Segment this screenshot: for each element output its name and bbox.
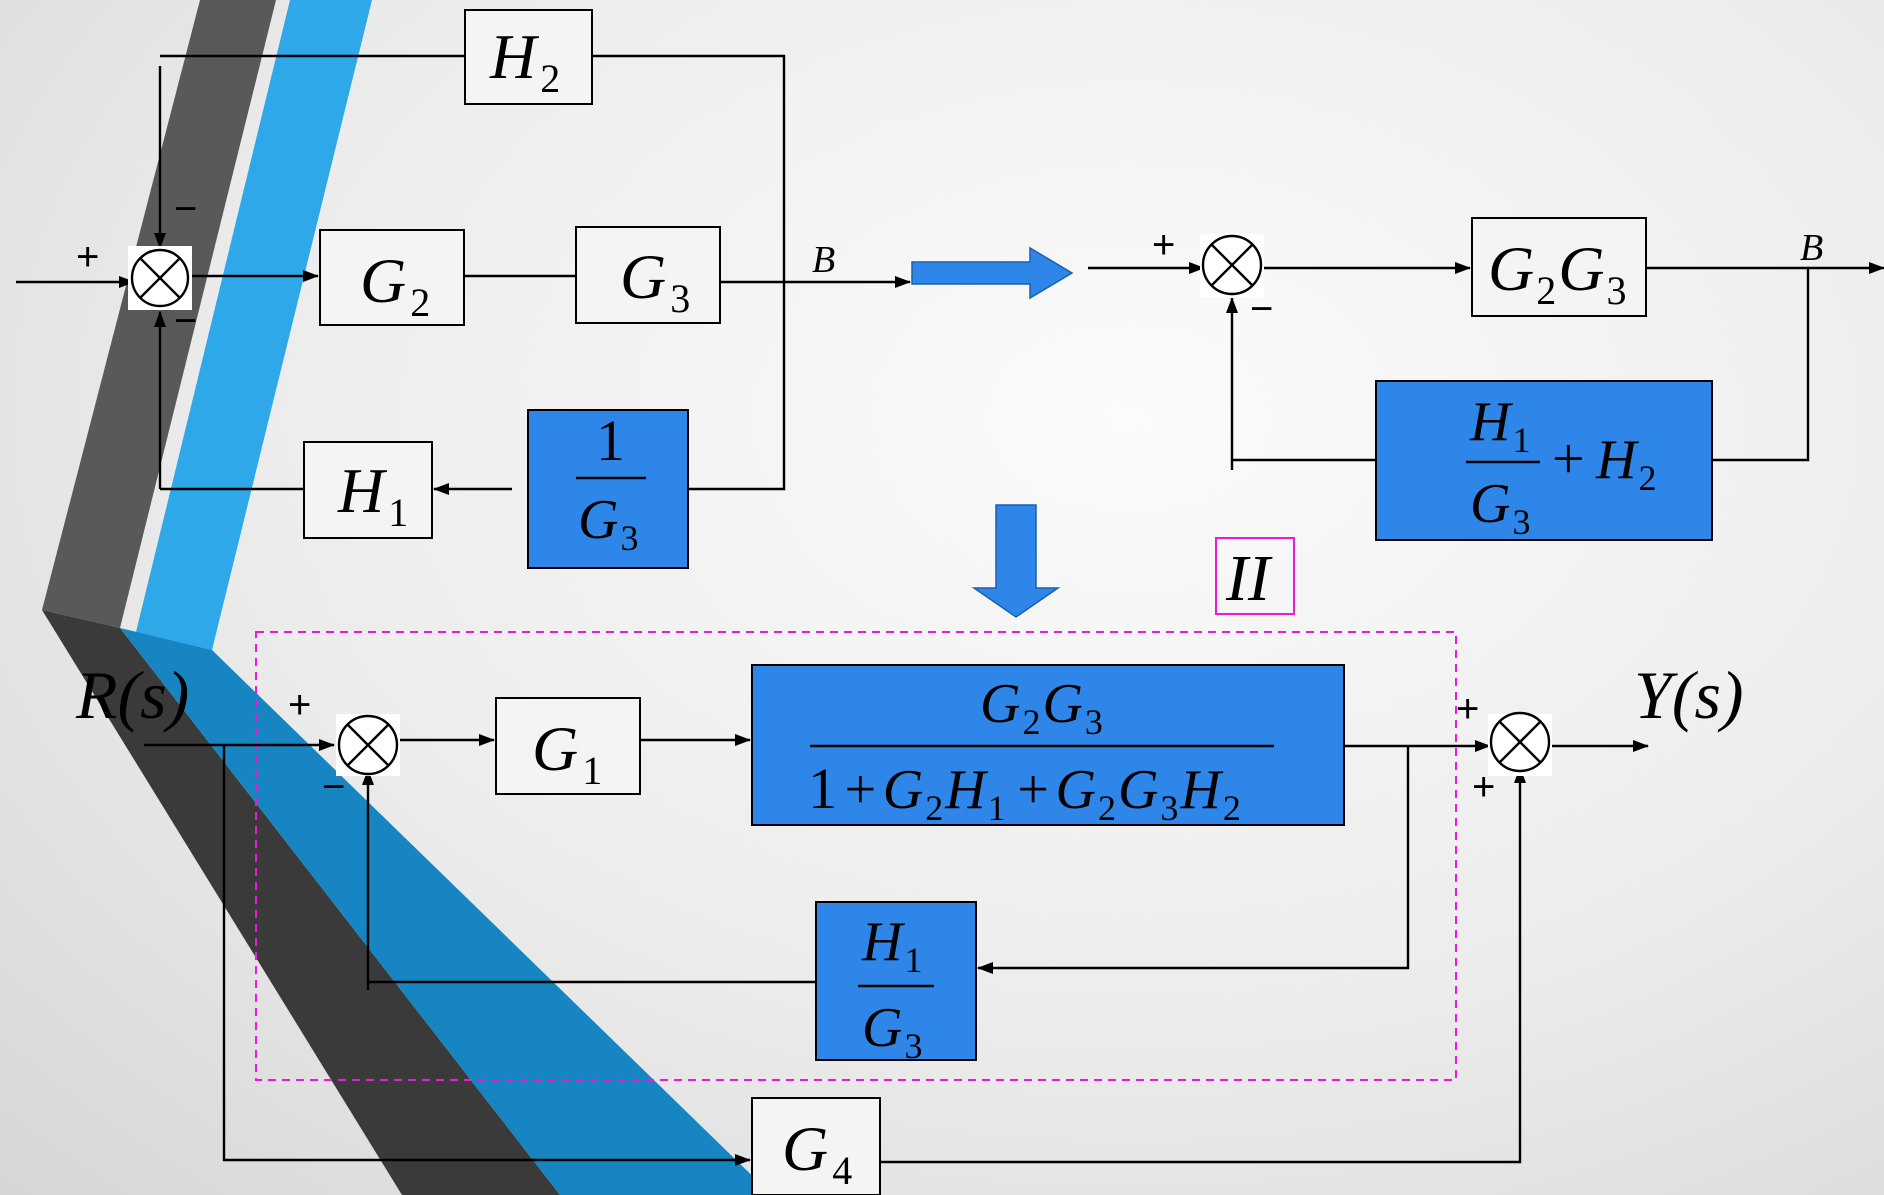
- right-transform-arrow: [911, 246, 1074, 300]
- dark-lower-stripe: [42, 610, 560, 1195]
- sum3-minus-sign: −: [322, 765, 345, 809]
- down-transform-arrow: [971, 504, 1061, 618]
- svg-text:H2: H2: [489, 21, 560, 101]
- summing-junction-1: [128, 246, 192, 310]
- svg-text:G2G3: G2G3: [1488, 233, 1626, 313]
- svg-text:H2: H2: [1595, 429, 1656, 498]
- region-ii-tag: II: [1215, 537, 1295, 615]
- b-to-invg3-wire: [688, 283, 786, 491]
- equivalent-loop-diagram: + − G2G3 B H1 G3 + H2: [1088, 217, 1884, 542]
- point-b-label-2: B: [1800, 227, 1823, 269]
- summing-junction-4: [1488, 711, 1552, 776]
- sum3-plus-sign: +: [288, 683, 311, 727]
- blue-lower-stripe: [120, 628, 772, 1195]
- svg-text:G3: G3: [620, 241, 690, 321]
- sum2-plus-sign: +: [1152, 223, 1175, 267]
- light-blue-stripe: [136, 0, 372, 650]
- inverse-g3-block: 1 G3: [527, 408, 689, 569]
- svg-text:1+G2H1+G2G3H2: 1+G2H1+G2G3H2: [808, 756, 1241, 828]
- reduced-system-diagram: II R(s) Y(s) + − + +: [75, 537, 1744, 1195]
- g4-output-wire: [880, 767, 1526, 1164]
- sum4-plus-top-sign: +: [1456, 687, 1479, 731]
- svg-text:1: 1: [596, 408, 625, 473]
- point-b-label-1: B: [812, 239, 835, 281]
- svg-text:G1: G1: [532, 713, 602, 793]
- summing-junction-2: [1200, 234, 1264, 298]
- svg-text:II: II: [1225, 542, 1273, 615]
- svg-text:H1: H1: [337, 455, 408, 535]
- svg-text:H1: H1: [1469, 391, 1530, 460]
- svg-text:G3: G3: [1470, 473, 1530, 542]
- svg-text:G2G3: G2G3: [980, 673, 1103, 742]
- sum1-plus-sign: +: [76, 235, 99, 279]
- background-decoration: [42, 0, 772, 1195]
- h1-over-g3-block: H1 G3: [815, 901, 977, 1066]
- svg-text:G3: G3: [578, 489, 638, 558]
- feedback-tap-wire: [1296, 746, 1410, 970]
- g2g3-block: G2G3: [1471, 217, 1647, 317]
- svg-text:H1: H1: [861, 911, 922, 980]
- svg-text:G4: G4: [782, 1113, 852, 1193]
- h2-input-wire: [592, 54, 786, 283]
- region-ii-outline: [255, 631, 1457, 1081]
- sum4-plus-bottom-sign: +: [1472, 765, 1495, 809]
- output-label: Y(s): [1634, 657, 1744, 733]
- sum2-minus-sign: −: [1250, 287, 1273, 331]
- closed-loop-transfer-block: G2G3 1+G2H1+G2G3H2: [751, 664, 1345, 828]
- eq-feedback-down-wire: [1712, 268, 1810, 462]
- input-branch-to-g4-wire: [222, 745, 751, 1166]
- summing-junction-3: [336, 714, 400, 776]
- svg-text:G3: G3: [862, 997, 922, 1066]
- sum1-minus-top-sign: −: [174, 187, 197, 231]
- svg-text:G2: G2: [360, 245, 430, 325]
- sum1-minus-bottom-sign: −: [174, 299, 197, 343]
- svg-text:+: +: [1552, 426, 1585, 491]
- equivalent-feedback-block: H1 G3 + H2: [1375, 380, 1713, 542]
- input-label: R(s): [75, 657, 189, 733]
